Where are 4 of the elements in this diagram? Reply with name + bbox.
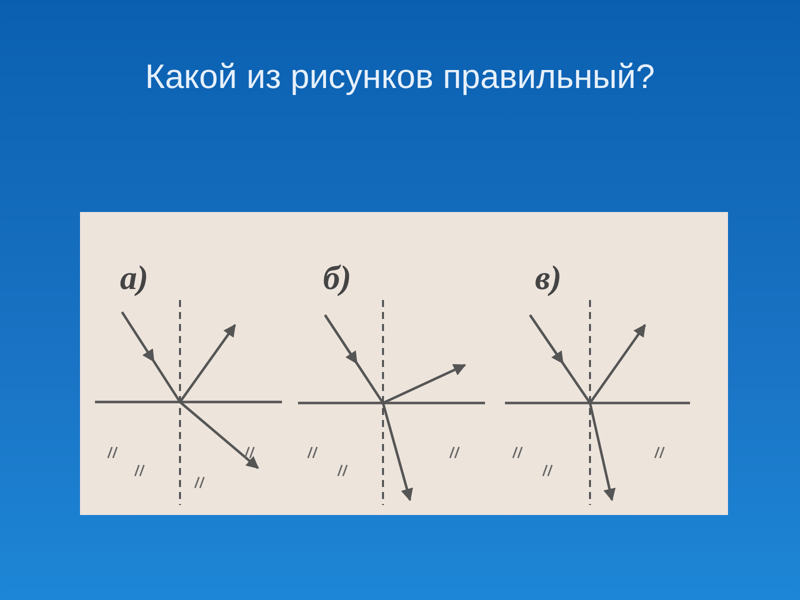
figure-label: а) [120, 262, 148, 296]
figure-label: б) [323, 262, 352, 296]
figure-label: в) [535, 262, 562, 296]
title: Какой из рисунков правильный? [144, 58, 656, 97]
